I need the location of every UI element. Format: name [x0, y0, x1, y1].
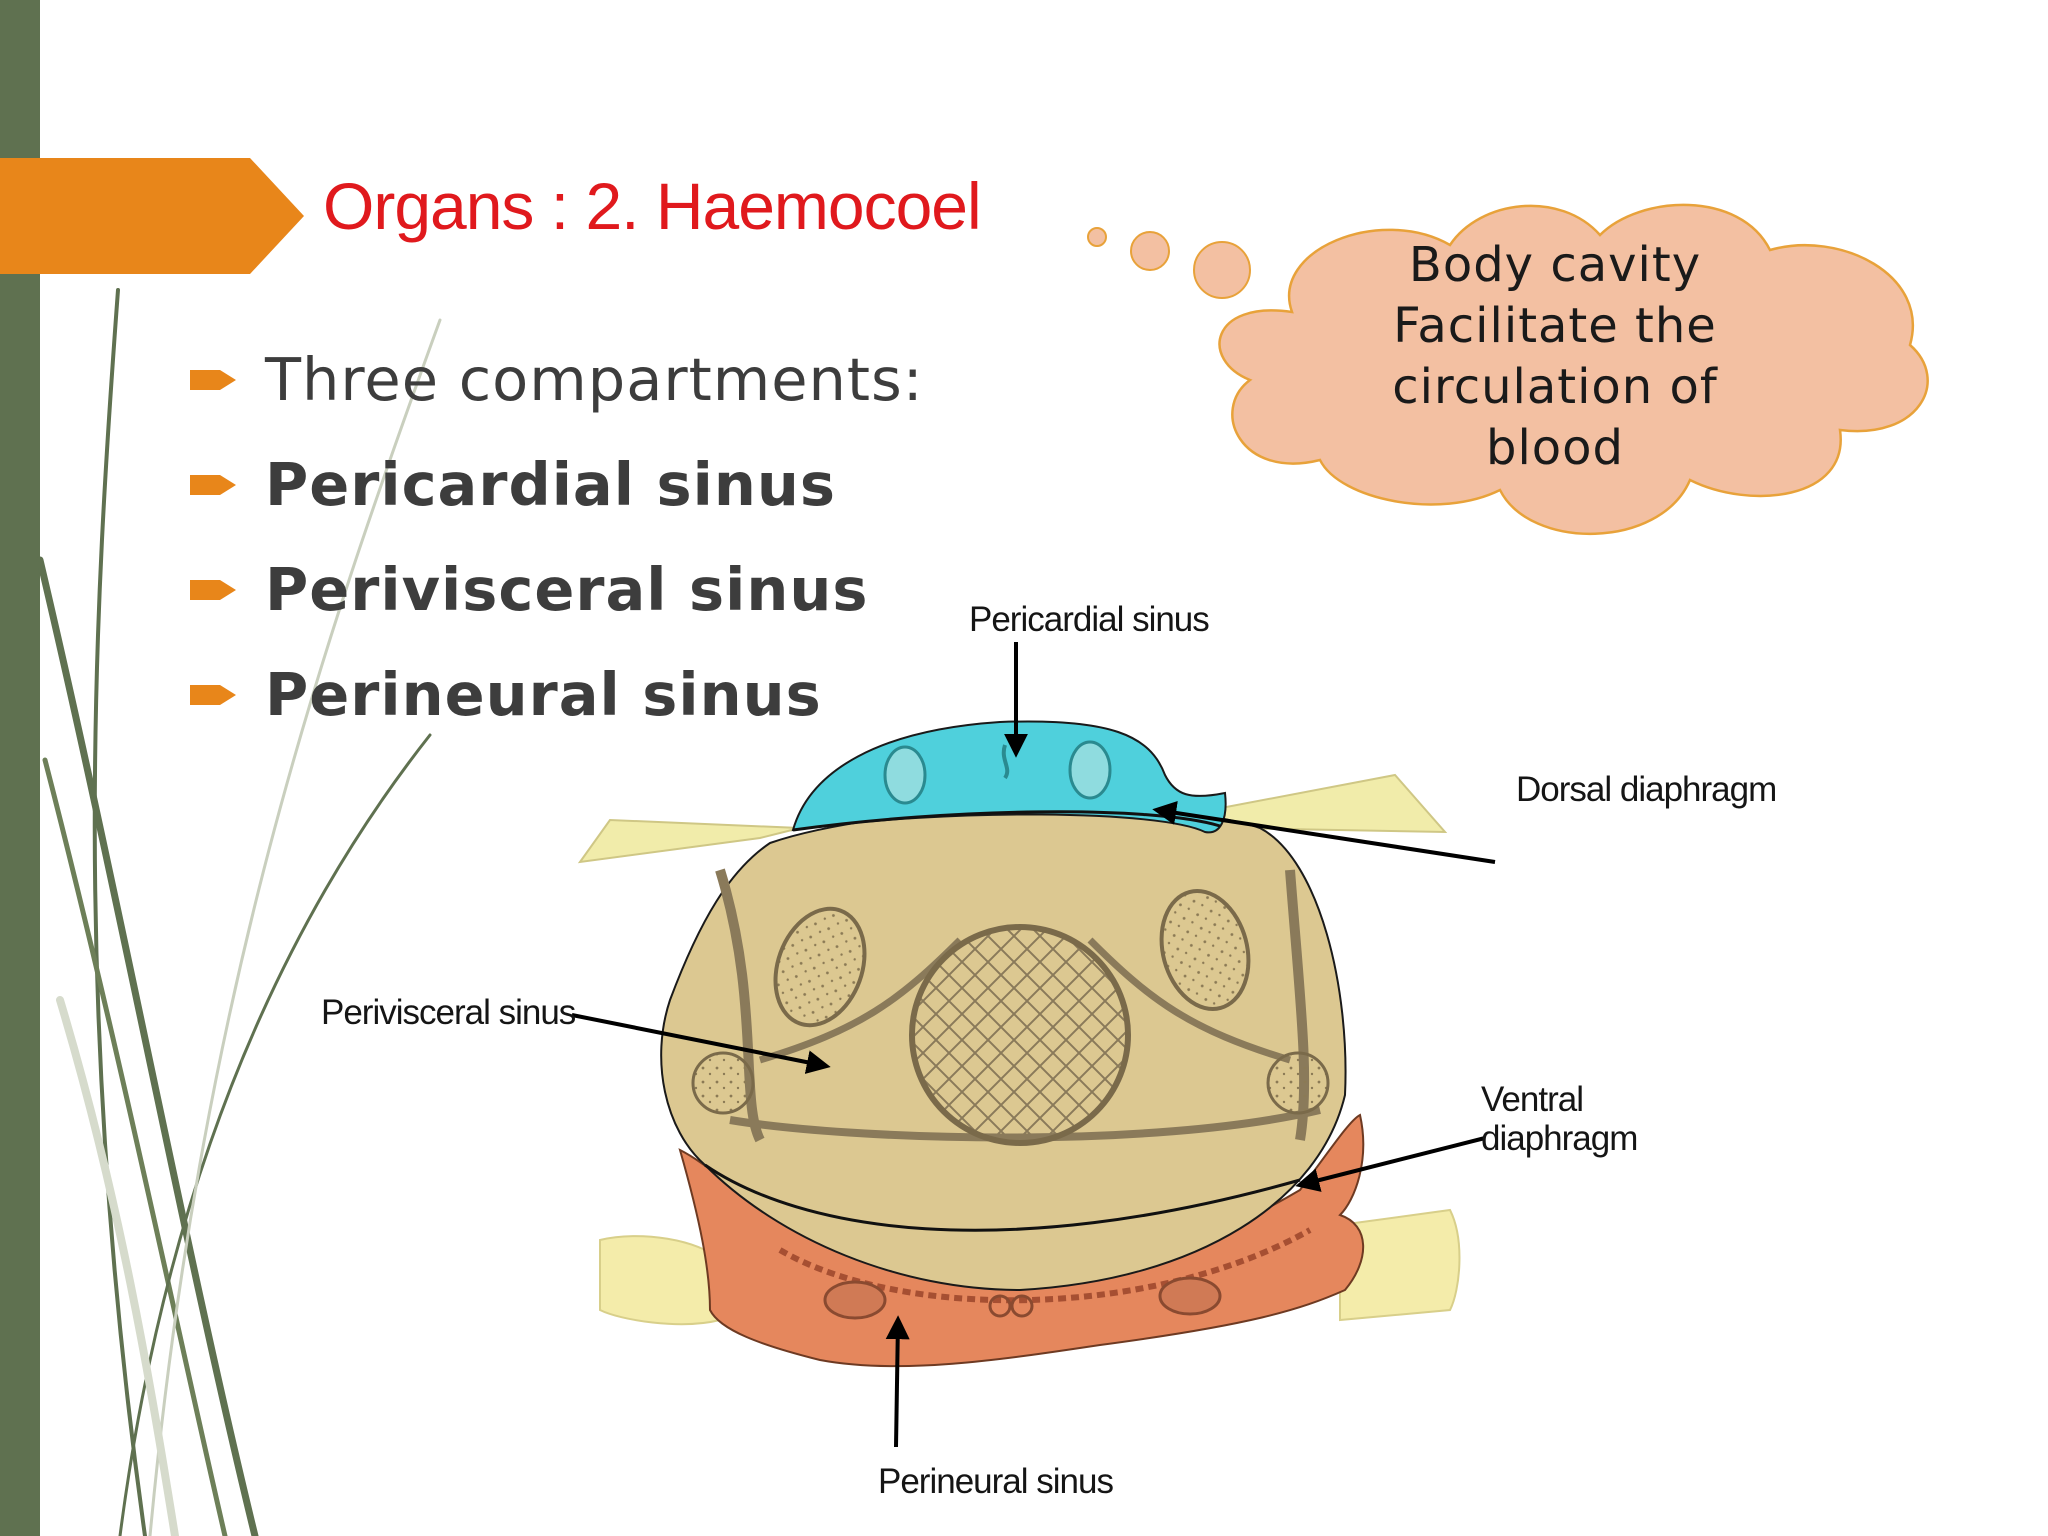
- arrow-bullet-icon: [190, 685, 236, 705]
- cloud-line: Body cavity: [1408, 237, 1702, 293]
- perineural-arrow: [885, 1315, 910, 1448]
- bullet-item: Three compartments:: [190, 340, 924, 445]
- cloud-line: Facilitate the: [1393, 298, 1717, 354]
- ventral-diaphragm: [704, 1163, 1301, 1232]
- bullet-item: Perivisceral sinus: [190, 550, 924, 655]
- bullet-text: Pericardial sinus: [265, 450, 836, 519]
- arrow-bullet-icon: [190, 475, 236, 495]
- right-appendage: [1339, 1208, 1461, 1322]
- thought-cloud: [1087, 203, 1929, 536]
- left-appendage: [599, 1235, 721, 1326]
- dorsal-diaphragm-arrow: [1152, 801, 1496, 864]
- bullet-item: Pericardial sinus: [190, 445, 924, 550]
- label-pericardial-sinus: Pericardial sinus: [969, 600, 1210, 639]
- bullet-text: Perineural sinus: [265, 660, 822, 729]
- label-dorsal-diaphragm: Dorsal diaphragm: [1516, 770, 1777, 809]
- dorsal-diaphragm: [792, 810, 1221, 832]
- title-banner: [0, 158, 304, 274]
- label-ventral-diaphragm-line2: diaphragm: [1481, 1119, 1638, 1158]
- label-ventral-diaphragm-line1: Ventral: [1481, 1080, 1584, 1119]
- label-perivisceral-sinus: Perivisceral sinus: [321, 993, 576, 1032]
- arrow-bullet-icon: [190, 370, 236, 390]
- cloud-line: blood: [1485, 420, 1624, 476]
- bullet-list: Three compartments: Pericardial sinus Pe…: [190, 340, 924, 760]
- left-alary-muscle: [577, 818, 801, 864]
- ventral-diaphragm-arrow: [1295, 1136, 1486, 1192]
- slide-title: Organs : 2. Haemocoel: [323, 169, 982, 243]
- gut: [909, 924, 1131, 1146]
- bullet-text: Perivisceral sinus: [265, 555, 869, 624]
- cloud-line: circulation of: [1392, 359, 1718, 415]
- label-perineural-sinus: Perineural sinus: [878, 1462, 1114, 1501]
- arrow-bullet-icon: [190, 580, 236, 600]
- perivisceral-arrow: [571, 1013, 831, 1074]
- bullet-text: Three compartments:: [265, 345, 924, 414]
- bullet-item: Perineural sinus: [190, 655, 924, 760]
- cloud-text: Body cavity Facilitate the circulation o…: [1330, 235, 1780, 479]
